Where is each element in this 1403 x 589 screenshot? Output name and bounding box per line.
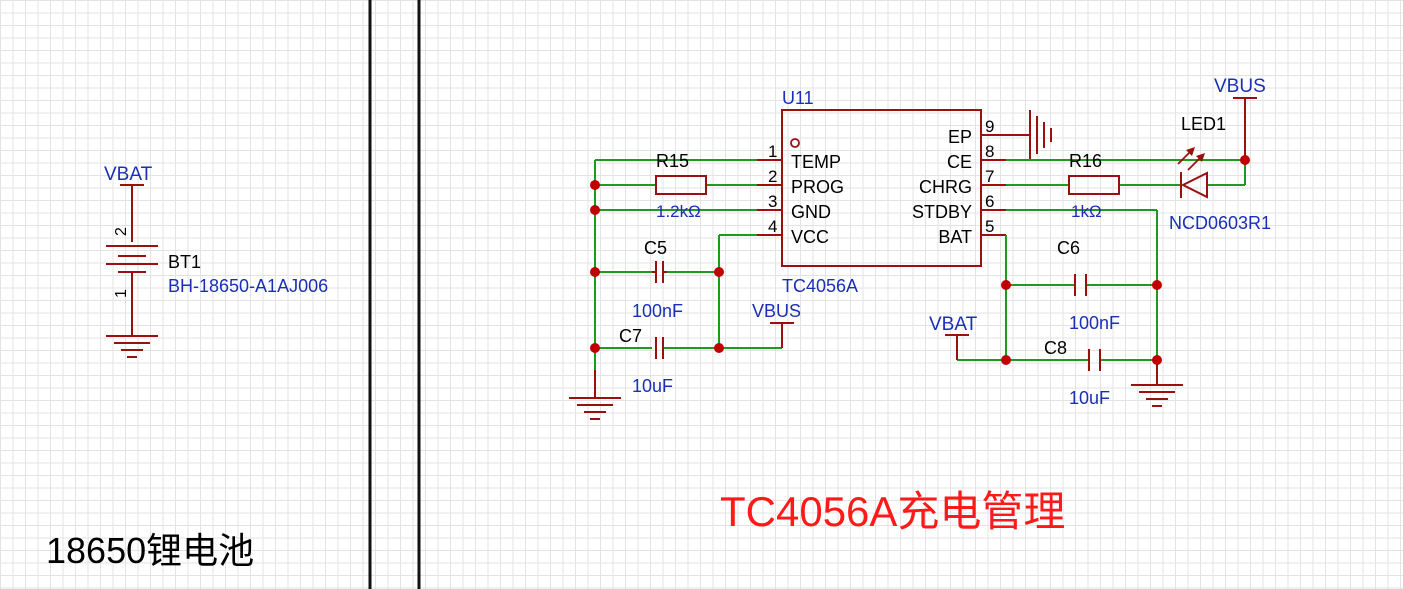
ic-right-pin-name-6: STDBY (912, 202, 972, 222)
c8-designator: C8 (1044, 338, 1067, 358)
ic-right-pin-num-9: 9 (985, 117, 994, 136)
right-junctions (1001, 155, 1250, 365)
capacitor-c8[interactable] (1088, 349, 1101, 371)
r16-value: 1kΩ (1071, 202, 1102, 221)
led-arrowhead-2 (1196, 153, 1205, 162)
battery-designator: BT1 (168, 252, 201, 272)
ic-right-pin-name-9: EP (948, 127, 972, 147)
vbus-vcc-net-label: VBUS (752, 301, 801, 321)
left-junctions (590, 180, 724, 353)
led1-designator: LED1 (1181, 114, 1226, 134)
led-arrowhead-1 (1186, 147, 1195, 156)
ic-right-pin-name-8: CE (947, 152, 972, 172)
vbus-vcc-flag (770, 322, 794, 348)
ic-right-pin-name-5: BAT (938, 227, 972, 247)
c5-value: 100nF (632, 301, 683, 321)
ic-left-pin-num-4: 4 (768, 217, 777, 236)
vbus-led-flag (1233, 97, 1257, 160)
vbus-led-net-label: VBUS (1214, 76, 1266, 97)
ic-left-pin-num-3: 3 (768, 192, 777, 211)
battery-bt1[interactable] (106, 184, 158, 358)
ic-left-pin-name-1: TEMP (791, 152, 841, 172)
r15-value: 1.2kΩ (656, 202, 701, 221)
c8-value: 10uF (1069, 388, 1110, 408)
ic-left-pin-name-3: GND (791, 202, 831, 222)
ic-right-pin-num-6: 6 (985, 192, 994, 211)
ic-left-pin-name-2: PROG (791, 177, 844, 197)
right-gnd-symbol (1131, 384, 1183, 407)
battery-pin-bottom: 1 (113, 289, 130, 298)
ic-left-pin-name-4: VCC (791, 227, 829, 247)
ep-ground (1006, 110, 1052, 160)
led1-part-number: NCD0603R1 (1169, 213, 1271, 233)
ic-right-pin-num-7: 7 (985, 167, 994, 186)
left-gnd-symbol (569, 397, 621, 420)
ic-left-pin-num-1: 1 (768, 142, 777, 161)
ic-part-number: TC4056A (782, 276, 858, 296)
battery-part-number: BH-18650-A1AJ006 (168, 276, 328, 296)
battery-pin-top: 2 (113, 227, 130, 236)
ic-right-pin-num-8: 8 (985, 142, 994, 161)
battery-net-label: VBAT (104, 164, 153, 185)
ic-left-pin-num-2: 2 (768, 167, 777, 186)
ic-u11[interactable] (757, 109, 1006, 267)
r16-body (1068, 175, 1120, 195)
charger-section-title: TC4056A充电管理 (720, 488, 1065, 535)
battery-section-title: 18650锂电池 (46, 530, 254, 571)
ic-body (781, 109, 982, 267)
vbat-out-flag (945, 334, 969, 360)
c5-designator: C5 (644, 238, 667, 258)
capacitor-c5[interactable] (652, 261, 667, 283)
resistor-r16[interactable] (1068, 175, 1120, 195)
pin1-marker (790, 138, 800, 148)
vbat-out-net-label: VBAT (929, 314, 978, 335)
resistor-r15[interactable] (655, 175, 707, 195)
capacitor-c7[interactable] (655, 337, 664, 359)
r16-designator: R16 (1069, 151, 1102, 171)
c7-value: 10uF (632, 376, 673, 396)
led-led1[interactable] (1177, 147, 1208, 199)
r15-body (655, 175, 707, 195)
ic-designator: U11 (782, 88, 814, 108)
r15-designator: R15 (656, 151, 689, 171)
capacitor-c6[interactable] (1074, 274, 1087, 296)
c6-value: 100nF (1069, 313, 1120, 333)
c7-designator: C7 (619, 326, 642, 346)
c6-designator: C6 (1057, 238, 1080, 258)
ic-right-pin-name-7: CHRG (919, 177, 972, 197)
led-triangle (1180, 171, 1208, 199)
ic-right-pin-num-5: 5 (985, 217, 994, 236)
